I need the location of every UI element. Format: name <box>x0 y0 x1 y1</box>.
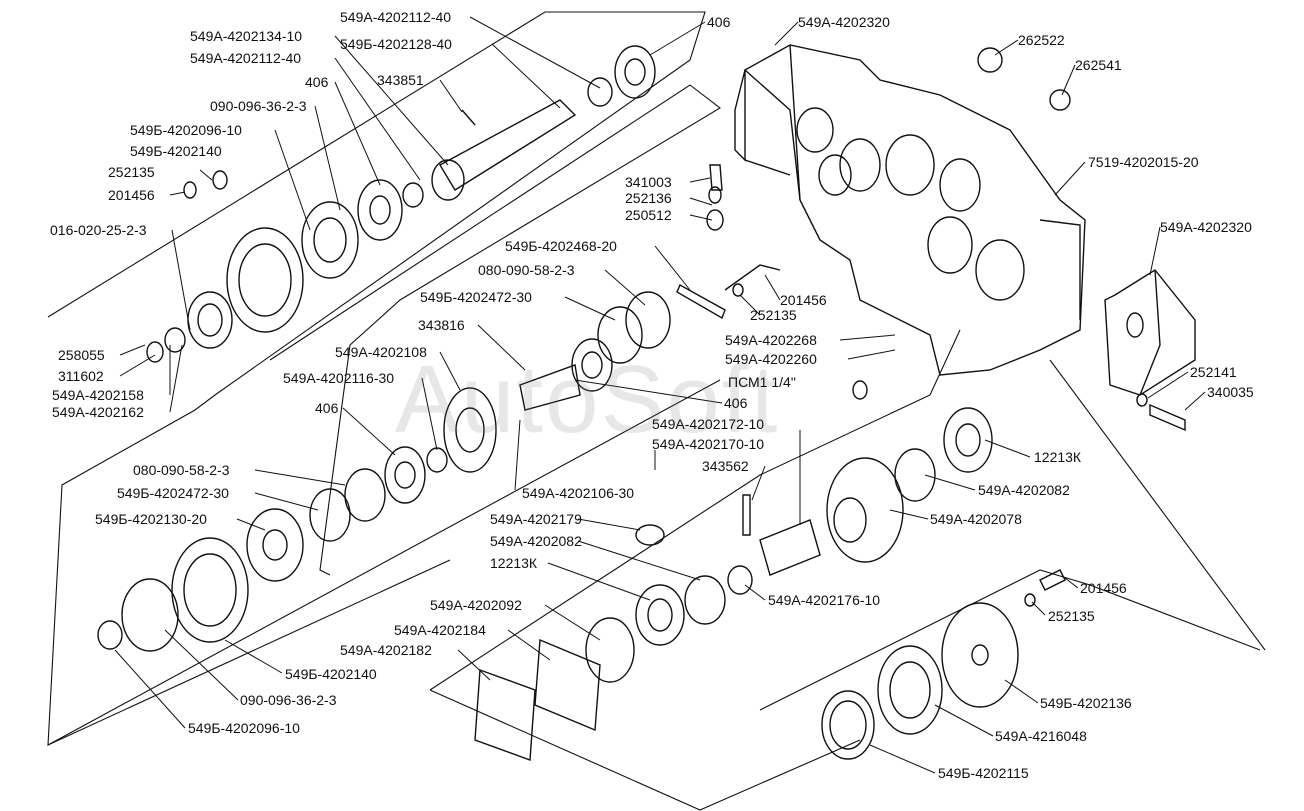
part-label: 090-096-36-2-3 <box>240 692 337 708</box>
group-frames <box>47 11 1266 811</box>
part-label: 343851 <box>377 72 424 88</box>
part-label: 549Б-4202096-10 <box>130 122 242 138</box>
part-label: 406 <box>305 74 329 90</box>
part-label: 549Б-4202140 <box>130 143 222 159</box>
part-label: 12213К <box>490 555 538 571</box>
part-label: 343562 <box>702 458 749 474</box>
part-label: 549А-4202320 <box>798 14 890 30</box>
part-label: 549А-4202112-40 <box>340 9 452 25</box>
part-label: 252135 <box>108 164 155 180</box>
gearbox-housing <box>734 44 1086 376</box>
part-label: 343816 <box>418 317 465 333</box>
part-label: 252135 <box>1048 608 1095 624</box>
part-label: 549А-4202172-10 <box>652 416 765 432</box>
part-label: 549А-4202082 <box>978 482 1070 498</box>
support-bracket <box>1104 269 1196 396</box>
part-label: 549А-4202268 <box>725 332 817 348</box>
part-label: 549Б-4202468-20 <box>505 238 617 254</box>
part-label: 549А-4202170-10 <box>652 436 765 452</box>
input-shaft-parts <box>146 45 656 363</box>
part-label: 549А-4202320 <box>1160 219 1252 235</box>
part-label: 252136 <box>625 190 672 206</box>
part-label: 549Б-4202472-30 <box>117 485 229 501</box>
part-label: 549А-4202179 <box>490 511 582 527</box>
part-label: 080-090-58-2-3 <box>133 462 230 478</box>
output-shaft-parts <box>474 47 1186 761</box>
part-label: 201456 <box>780 292 827 308</box>
part-label: 080-090-58-2-3 <box>478 262 575 278</box>
part-label: 549А-4202182 <box>340 642 432 658</box>
part-label: 549А-4202158 <box>52 387 144 403</box>
part-label: 406 <box>724 395 748 411</box>
part-label: 258055 <box>58 347 105 363</box>
part-label: 340035 <box>1207 384 1254 400</box>
part-label: 549А-4216048 <box>995 728 1087 744</box>
part-label: 549А-4202184 <box>394 622 486 638</box>
part-label: 549Б-4202115 <box>938 765 1029 781</box>
part-label: 311602 <box>58 368 104 384</box>
part-label: 549А-4202078 <box>930 511 1022 527</box>
part-label: 7519-4202015-20 <box>1088 154 1199 170</box>
part-label: 549Б-4202128-40 <box>340 36 452 52</box>
part-label: 406 <box>707 14 731 30</box>
part-label: 090-096-36-2-3 <box>210 98 307 114</box>
part-label: 250512 <box>625 207 672 223</box>
part-label: 549А-4202116-30 <box>283 370 395 386</box>
part-label: 549Б-4202140 <box>285 666 377 682</box>
part-label: 549Б-4202472-30 <box>420 289 532 305</box>
part-label: ПСМ1 1/4" <box>728 374 796 390</box>
part-label: 252141 <box>1190 364 1237 380</box>
part-label: 252135 <box>750 307 797 323</box>
part-label: 549А-4202112-40 <box>190 50 302 66</box>
part-label: 201456 <box>108 187 155 203</box>
part-label: 016-020-25-2-3 <box>50 222 147 238</box>
part-label: 549А-4202260 <box>725 351 817 367</box>
leader-lines <box>114 16 1206 774</box>
part-label: 549А-4202162 <box>52 404 144 420</box>
part-label: 549А-4202176-10 <box>768 592 881 608</box>
part-label: 549А-4202134-10 <box>190 28 303 44</box>
part-label: 549А-4202106-30 <box>522 485 635 501</box>
part-label: 549Б-4202096-10 <box>188 720 300 736</box>
part-label: 262541 <box>1075 57 1122 73</box>
part-label: 549Б-4202136 <box>1040 695 1132 711</box>
part-label: 201456 <box>1080 580 1127 596</box>
intermediate-shaft-parts <box>97 164 781 652</box>
part-label: 549А-4202108 <box>335 344 427 360</box>
part-label: 406 <box>315 400 339 416</box>
part-label: 262522 <box>1018 32 1065 48</box>
part-label: 549Б-4202130-20 <box>95 511 207 527</box>
part-label: 549А-4202092 <box>430 597 522 613</box>
part-label: 12213К <box>1034 449 1082 465</box>
part-label: 341003 <box>625 174 672 190</box>
part-label: 549А-4202082 <box>490 533 582 549</box>
